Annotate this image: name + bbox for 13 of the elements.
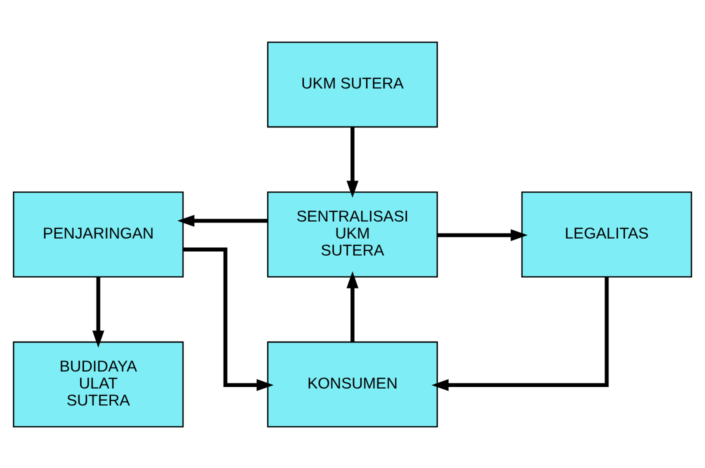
arrow <box>346 126 358 198</box>
node-box: UKM SUTERA <box>267 41 438 128</box>
arrow <box>92 276 104 348</box>
arrow <box>177 214 268 226</box>
node-box: LEGALITAS <box>521 190 692 278</box>
node-box: PENJARINGAN <box>12 190 184 278</box>
arrow <box>183 247 274 391</box>
arrow <box>438 228 528 241</box>
node-box: BUDIDAYA ULAT SUTERA <box>12 340 184 427</box>
node-box: KONSUMEN <box>267 340 438 427</box>
arrow <box>346 270 358 342</box>
node-box: SENTRALISASI UKM SUTERA <box>267 190 438 278</box>
arrow <box>432 276 609 391</box>
